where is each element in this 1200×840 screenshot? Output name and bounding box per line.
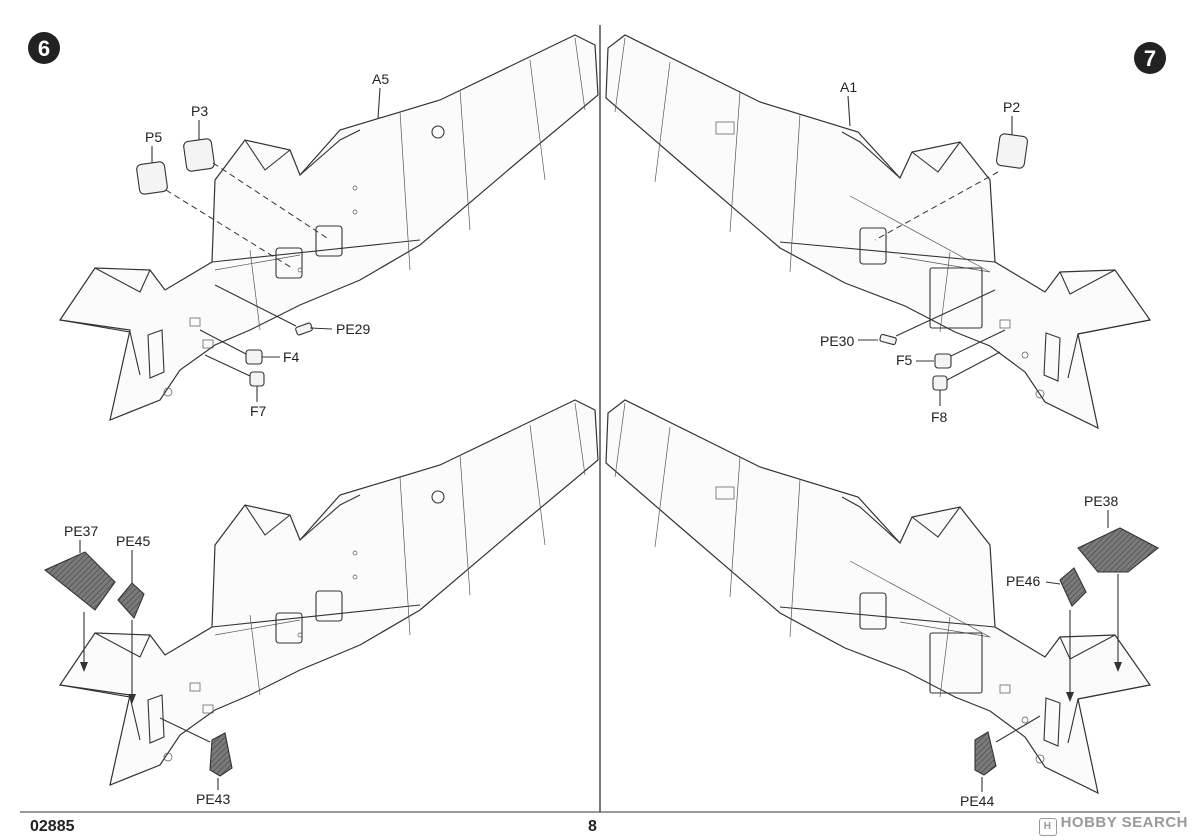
step-6-top-fuselage xyxy=(59,34,599,421)
part-pe45 xyxy=(117,582,145,620)
label-pe29: PE29 xyxy=(336,321,370,337)
guide-pe43 xyxy=(159,717,211,743)
label-p3: P3 xyxy=(191,103,208,119)
part-pe44 xyxy=(974,731,997,776)
label-p5: P5 xyxy=(145,129,162,145)
label-pe38: PE38 xyxy=(1084,493,1118,509)
guide-pe30 xyxy=(895,289,996,337)
part-pe46 xyxy=(1059,567,1087,607)
arrowhead-pe38 xyxy=(1114,662,1122,672)
page-number: 8 xyxy=(588,818,597,835)
part-f5 xyxy=(934,353,952,369)
guide-f4 xyxy=(199,329,247,355)
label-p2: P2 xyxy=(1003,99,1020,115)
label-pe43: PE43 xyxy=(196,791,230,807)
step-7-badge: 7 xyxy=(1134,42,1166,74)
leader-a5 xyxy=(377,87,381,119)
label-a1: A1 xyxy=(840,79,857,95)
leader-pe29 xyxy=(309,327,333,330)
guide-p5 xyxy=(165,189,293,269)
part-f8 xyxy=(932,375,948,391)
guide-p3 xyxy=(212,162,331,241)
label-f8: F8 xyxy=(931,409,948,425)
label-pe46: PE46 xyxy=(1006,573,1040,589)
step-7-number: 7 xyxy=(1144,46,1156,71)
step-6-number: 6 xyxy=(38,36,50,61)
watermark-text: HOBBY SEARCH xyxy=(1060,814,1188,831)
product-code: 02885 xyxy=(30,818,75,835)
part-f7 xyxy=(249,371,265,387)
part-pe30 xyxy=(879,333,897,346)
part-pe43 xyxy=(209,732,233,777)
label-pe45: PE45 xyxy=(116,533,150,549)
guide-p2 xyxy=(874,171,999,241)
part-p2 xyxy=(996,133,1028,169)
part-p3 xyxy=(183,138,215,172)
label-pe30: PE30 xyxy=(820,333,854,349)
guide-f7 xyxy=(204,354,251,377)
label-a5: A5 xyxy=(372,71,389,87)
leader-pe46 xyxy=(1045,581,1061,585)
label-f7: F7 xyxy=(250,403,267,419)
guide-f5 xyxy=(950,329,1006,357)
guide-pe44 xyxy=(995,715,1041,743)
leader-a1 xyxy=(847,95,851,127)
part-pe29 xyxy=(295,322,313,336)
guide-pe29 xyxy=(214,284,297,327)
arrowhead-pe45 xyxy=(128,694,136,704)
part-p5 xyxy=(136,161,168,195)
label-pe37: PE37 xyxy=(64,523,98,539)
part-pe38 xyxy=(1077,527,1159,573)
part-pe37 xyxy=(43,551,116,611)
step-7-top-fuselage xyxy=(605,34,1151,429)
arrowhead-pe46 xyxy=(1066,692,1074,702)
part-f4 xyxy=(245,349,263,365)
watermark-logo-icon: H xyxy=(1038,818,1057,836)
arrowhead-pe37 xyxy=(80,662,88,672)
step-6-badge: 6 xyxy=(28,32,60,64)
label-f4: F4 xyxy=(283,349,300,365)
guide-f8 xyxy=(946,351,1001,381)
label-f5: F5 xyxy=(896,352,913,368)
label-pe44: PE44 xyxy=(960,793,994,809)
